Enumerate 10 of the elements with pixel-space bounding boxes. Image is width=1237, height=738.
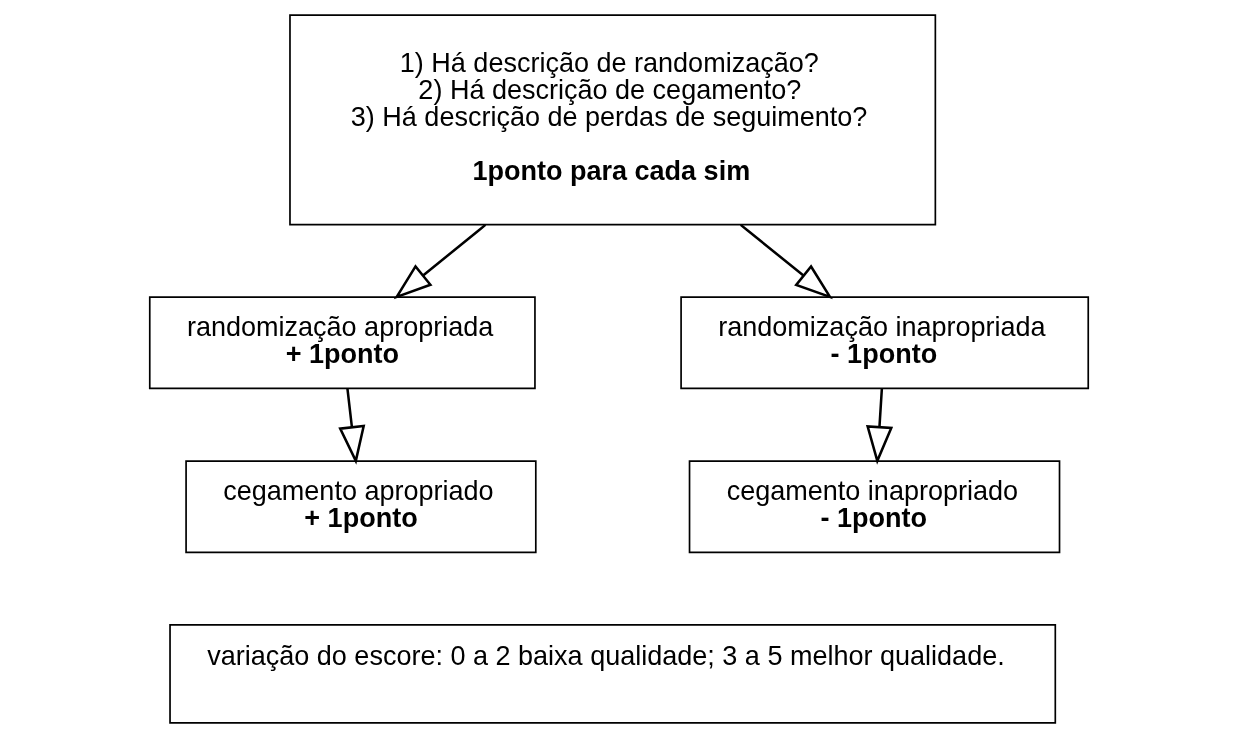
node-box: 1) Há descrição de randomização? 2) Há descrição de cegamento? 3) Há descrição de perdas de seguimento? 1ponto para cada sim	[288, 14, 936, 226]
node-box: cegamento apropriado + 1ponto	[184, 460, 537, 554]
arrow	[393, 223, 486, 300]
arrow	[865, 388, 893, 465]
arrow	[337, 388, 365, 465]
node-box: randomização inapropriada - 1ponto	[679, 296, 1089, 390]
arrow	[739, 223, 833, 300]
node-box: variação do escore: 0 a 2 baixa qualidade; 3 a 5 melhor qualidade.	[168, 624, 1056, 724]
node-box: randomização apropriada + 1ponto	[148, 296, 536, 390]
node-box: cegamento inapropriado - 1ponto	[688, 460, 1060, 554]
